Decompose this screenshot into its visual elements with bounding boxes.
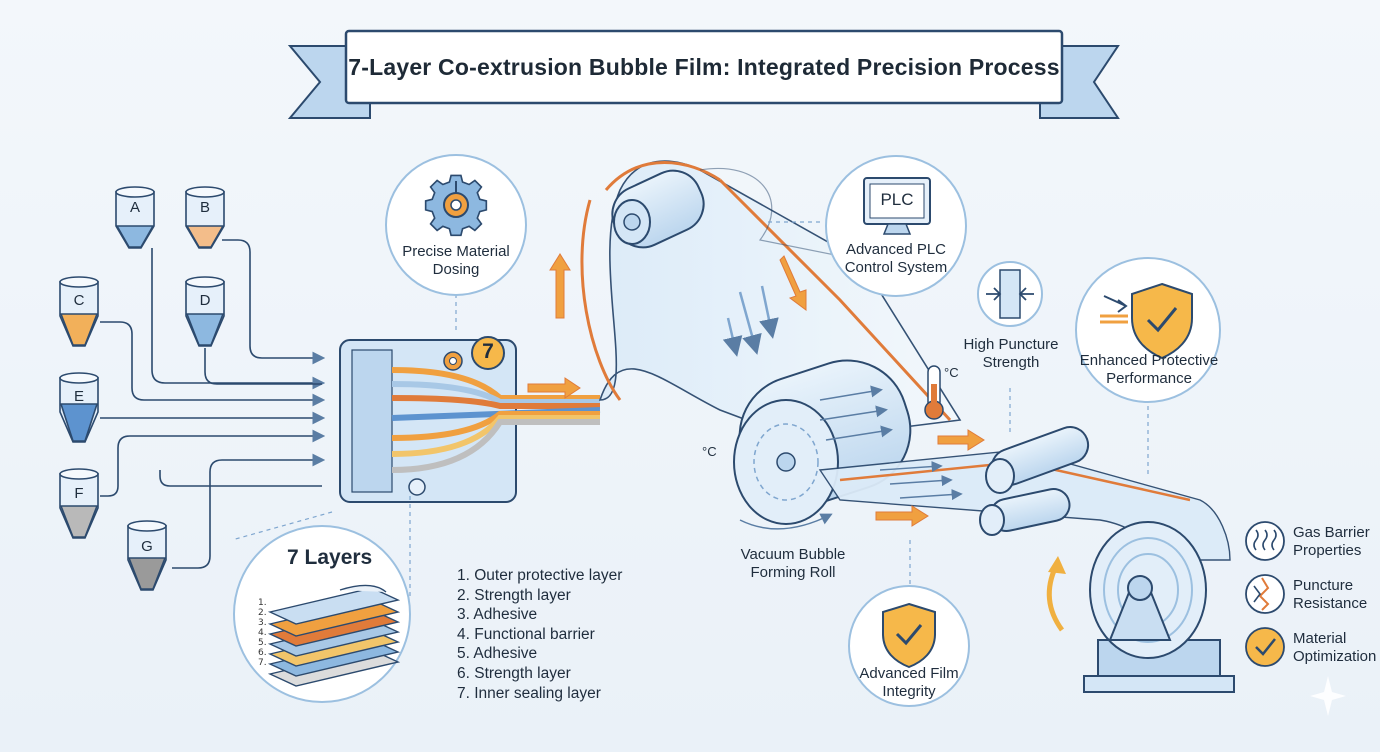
layer-list: 1. Outer protective layer 2. Strength la… [457,566,622,703]
layer-number: 1. [258,598,267,608]
die-badge [471,336,505,370]
layer-number: 5. [258,638,267,648]
list-item: 6. Strength layer [457,664,571,682]
hopper-c-label: C [73,292,85,309]
plc-screen-label: PLC [880,190,914,209]
hopper-f-label: F [74,485,84,502]
list-item: 1. Outer protective layer [457,567,623,584]
layer-number: 4. [258,628,267,638]
winder-roll [1046,521,1235,693]
nip-rolls [979,426,1090,536]
protective-label: Enhanced Protective Performance [1079,352,1219,387]
layer-number: 2. [258,608,267,618]
legend-puncture-resistance: Puncture Resistance [1293,577,1368,612]
hopper-g-label: G [141,538,153,555]
die-badge-number: 7 [482,340,494,363]
shield-check-icon [1100,282,1193,360]
dosing-label: Precise Material Dosing [402,243,510,278]
legend-material-optimization: Material Optimization [1293,630,1377,665]
layer-number: 6. [258,648,267,658]
top-idler-roll [611,169,705,249]
list-item: 2. Strength layer [457,586,571,604]
coextrusion-die [339,339,601,503]
layers-title: 7 Layers [287,546,373,569]
connector-lines [231,221,1149,600]
puncture-crack-icon [1245,574,1285,614]
layer-stack-illustration [267,584,401,687]
gear-icon [424,174,488,237]
puncture-strength-label: High Puncture Strength [963,336,1059,371]
thermometer-icon [924,365,944,420]
title-banner [287,29,1120,119]
sparkle-icon [1310,676,1346,716]
plc-monitor-icon [863,177,931,235]
film-integrity-label: Advanced Film Integrity [859,665,959,700]
hopper-e-label: E [73,388,84,405]
hopper-group [59,186,225,591]
hopper-d-label: D [199,292,211,309]
list-item: 3. Adhesive [457,606,538,624]
feed-lines [100,239,326,569]
hopper-a-label: A [129,199,140,216]
list-item: 4. Functional barrier [457,625,595,643]
die-gear-icon [443,351,463,371]
layer-number: 7. [258,658,267,668]
temperature-unit-label-right: °C [944,365,959,380]
layer-number: 3. [258,618,267,628]
check-circle-icon [1245,627,1285,667]
vacuum-roll-label: Vacuum Bubble Forming Roll [740,546,846,581]
page-title: 7-Layer Co-extrusion Bubble Film: Integr… [348,53,1060,80]
list-item: 5. Adhesive [457,645,538,663]
puncture-strength-icon [986,269,1034,319]
hopper-b-label: B [199,199,210,216]
temperature-unit-label-left: °C [702,444,717,459]
plc-label: Advanced PLC Control System [844,241,948,276]
heat-waves-icon [1245,521,1285,561]
legend-gas-barrier: Gas Barrier Properties [1293,524,1370,559]
film-flow-arrows [722,285,779,357]
film-integrity-shield-icon [882,602,936,669]
flow-arrows [527,253,985,527]
list-item: 7. Inner sealing layer [457,684,601,702]
